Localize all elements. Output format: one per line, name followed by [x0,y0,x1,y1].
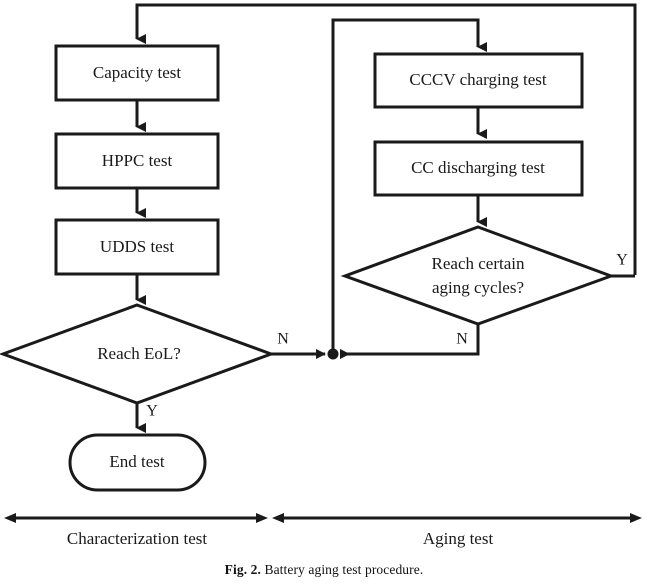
branch-label-cycles-yes: Y [616,252,628,269]
node-udds-test-label: UDDS test [100,237,174,256]
node-reach-eol-label: Reach EoL? [97,344,181,363]
edge-global-loop-back-to-capacity [135,3,637,275]
node-hppc-test-label: HPPC test [102,151,173,170]
node-cc-discharging-test[interactable] [373,140,584,197]
node-end-test-label: End test [109,452,165,471]
branch-label-eol-no: N [277,331,289,348]
caption-text: Battery aging test procedure. [261,562,424,577]
node-capacity-test[interactable] [54,44,220,102]
node-udds-test[interactable] [54,218,220,276]
phase-label-characterization-test: Characterization test [67,529,207,548]
junction-dot [327,348,339,360]
node-end-test[interactable] [68,433,207,492]
node-cc-discharging-test-label: CC discharging test [411,158,545,177]
branch-label-eol-yes: Y [146,403,158,420]
figure-caption: Fig. 2. Battery aging test procedure. [0,562,648,578]
node-hppc-test[interactable] [54,132,220,190]
phase-label-aging-test: Aging test [423,529,494,548]
branch-label-cycles-no: N [456,331,468,348]
node-reach-cycles[interactable] [340,225,616,326]
edge-junction-to-cccv [331,18,487,353]
edge-reach-cycles-no-to-junction [340,324,480,359]
caption-prefix: Fig. 2. [224,562,261,577]
node-capacity-test-label: Capacity test [93,63,182,82]
node-reach-cycles-label-line2: aging cycles? [432,278,524,297]
node-cccv-charging-test-label: CCCV charging test [409,70,547,89]
node-cccv-charging-test[interactable] [373,52,584,109]
node-reach-cycles-label-line1: Reach certain [432,254,525,273]
